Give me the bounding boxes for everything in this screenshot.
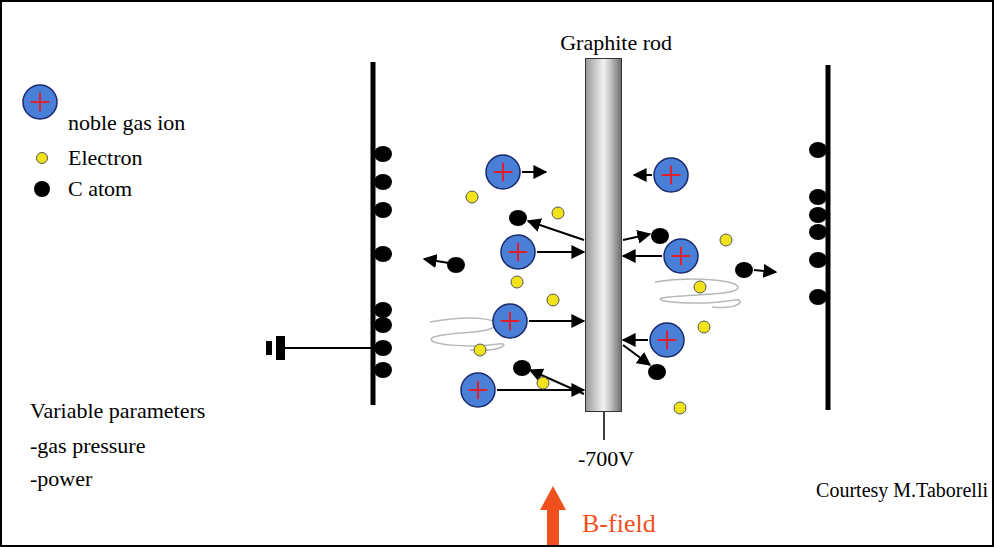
carbon-atom xyxy=(374,246,392,262)
carbon-atom xyxy=(513,360,531,376)
legend-text: noble gas ion xyxy=(68,110,185,136)
carbon-atom xyxy=(651,228,669,244)
carbon-atom xyxy=(809,142,827,158)
motion-arrow xyxy=(530,370,584,394)
carbon-atom xyxy=(374,302,392,318)
carbon-atom xyxy=(648,364,666,380)
carbon-atom xyxy=(374,146,392,162)
ground-symbol xyxy=(276,336,285,360)
noble-gas-ion xyxy=(501,235,535,269)
carbon-atom xyxy=(374,174,392,190)
carbon-atom xyxy=(509,210,527,226)
motion-arrow xyxy=(529,320,584,322)
ground-wire xyxy=(285,347,373,349)
parameter-item: -gas pressure xyxy=(30,433,145,459)
electron-path xyxy=(655,279,740,307)
noble-gas-ion xyxy=(664,239,698,273)
carbon-atom xyxy=(447,257,465,273)
carbon-atom xyxy=(374,362,392,378)
carbon-atom xyxy=(809,224,827,240)
noble-gas-ion xyxy=(23,85,57,119)
electron xyxy=(466,191,478,203)
legend-swatch xyxy=(34,181,50,197)
carbon-atom xyxy=(374,340,392,356)
motion-arrow xyxy=(623,339,648,341)
voltage-label: -700V xyxy=(578,446,634,472)
electron xyxy=(474,344,486,356)
electron xyxy=(547,294,559,306)
carbon-atom xyxy=(735,262,753,278)
carbon-atom xyxy=(374,202,392,218)
legend-text: Electron xyxy=(68,145,143,171)
motion-arrow xyxy=(623,345,650,365)
motion-arrow xyxy=(528,221,584,240)
noble-gas-ion xyxy=(461,373,495,407)
motion-arrow xyxy=(634,174,652,176)
parameters-heading: Variable parameters xyxy=(30,398,205,424)
electron xyxy=(674,402,686,414)
credit-note: Courtesy M.Taborelli xyxy=(816,478,988,502)
carbon-atom xyxy=(809,189,827,205)
rod-body xyxy=(585,58,622,412)
parameter-item: -power xyxy=(30,466,92,492)
right-plate xyxy=(826,65,831,410)
legend-text: C atom xyxy=(68,176,132,202)
rod-lead xyxy=(603,412,605,440)
noble-gas-ion xyxy=(650,323,684,357)
motion-arrow xyxy=(623,255,662,257)
noble-gas-ion xyxy=(493,304,527,338)
carbon-atom xyxy=(809,289,827,305)
electron xyxy=(511,276,523,288)
graphite-rod: Graphite rod xyxy=(560,24,680,416)
legend-sample xyxy=(20,82,60,122)
electron xyxy=(537,377,549,389)
noble-gas-ion xyxy=(486,155,520,189)
motion-arrow xyxy=(537,251,584,253)
electron xyxy=(552,207,564,219)
motion-arrow xyxy=(522,171,546,173)
field-label: B-field xyxy=(582,508,656,539)
motion-arrow xyxy=(497,389,584,391)
b-field-arrow xyxy=(547,508,559,545)
noble-gas-ion xyxy=(654,158,688,192)
electron xyxy=(694,281,706,293)
motion-arrow xyxy=(424,259,449,263)
electron xyxy=(698,321,710,333)
left-plate xyxy=(371,62,376,405)
motion-arrow xyxy=(754,270,776,272)
b-field-arrow xyxy=(540,486,566,510)
electron xyxy=(720,234,732,246)
ground-symbol xyxy=(266,341,272,355)
rod-label: Graphite rod xyxy=(560,24,672,63)
motion-arrow xyxy=(623,234,650,240)
carbon-atom xyxy=(374,317,392,333)
carbon-atom xyxy=(809,252,827,268)
legend-swatch xyxy=(36,152,48,164)
carbon-atom xyxy=(809,207,827,223)
